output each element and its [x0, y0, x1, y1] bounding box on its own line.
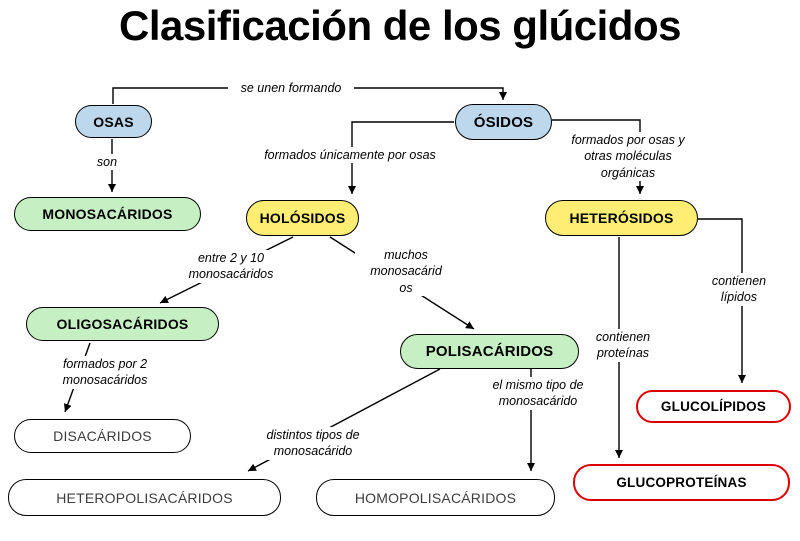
- edge-label-formados-unicamente: formados únicamente por osas: [250, 147, 450, 164]
- node-osas: OSAS: [75, 105, 152, 138]
- edge-label-mismo-tipo: el mismo tipo de monosacárido: [480, 377, 596, 410]
- node-glucoproteinas: GLUCOPROTEÍNAS: [573, 464, 790, 501]
- edge-label-se-unen-formando: se unen formando: [228, 80, 354, 97]
- edge-label-contienen-lipidos: contienen lípidos: [699, 273, 779, 306]
- node-homopolisacaridos: HOMOPOLISACÁRIDOS: [316, 479, 555, 516]
- node-monosacaridos: MONOSACÁRIDOS: [14, 197, 201, 231]
- edge-line-heterosidos-glucolipidos: [698, 218, 746, 383]
- edge-label-contienen-proteinas: contienen proteínas: [582, 329, 664, 362]
- node-heteropolisacaridos: HETEROPOLISACÁRIDOS: [8, 479, 281, 516]
- page-title: Clasificación de los glúcidos: [119, 2, 681, 49]
- edge-label-formados-por-2: formados por 2 monosacáridos: [43, 356, 167, 389]
- edge-label-muchos-monosacaridos: muchos monosacárid os: [355, 247, 457, 296]
- node-holosidos: HOLÓSIDOS: [246, 200, 359, 236]
- node-osidos: ÓSIDOS: [455, 104, 552, 140]
- node-disacaridos: DISACÁRIDOS: [14, 419, 191, 453]
- node-glucolipidos: GLUCOLÍPIDOS: [636, 390, 791, 423]
- node-heterosidos: HETERÓSIDOS: [545, 200, 698, 236]
- node-polisacaridos: POLISACÁRIDOS: [400, 334, 579, 369]
- edge-line-osidos-holosidos: [348, 121, 454, 194]
- edge-label-entre-2-y-10: entre 2 y 10 monosacáridos: [170, 250, 292, 283]
- edge-label-distintos-tipos: distintos tipos de monosacárido: [255, 427, 371, 460]
- edge-label-formados-por-osas: formados por osas y otras moléculas orgá…: [553, 132, 703, 181]
- node-oligosacaridos: OLIGOSACÁRIDOS: [26, 307, 219, 341]
- edge-label-son: son: [88, 154, 126, 171]
